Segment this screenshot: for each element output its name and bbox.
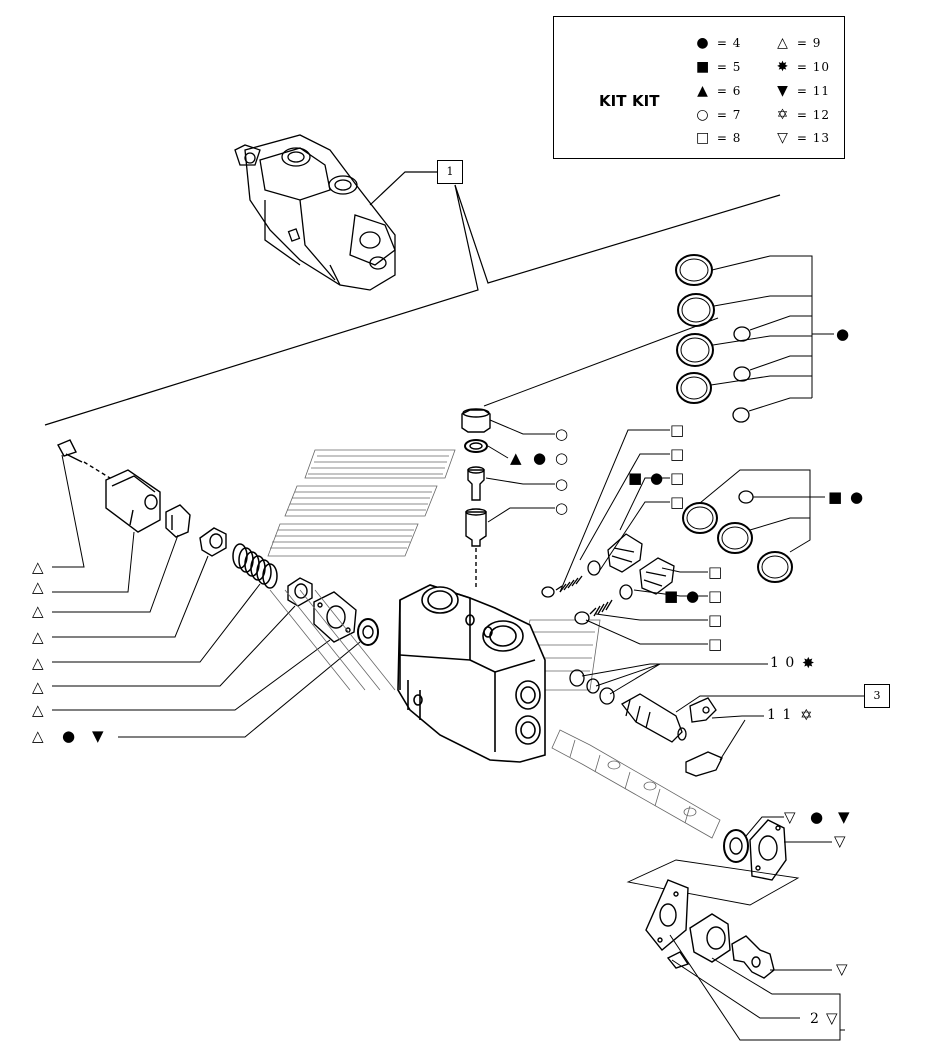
legend-value: = 12: [796, 108, 830, 122]
kit-label-right: KIT: [632, 92, 660, 110]
marker-filled-square: ■: [664, 587, 679, 605]
legend-value: = 10: [796, 60, 830, 74]
marker-open-triangle: △: [32, 602, 44, 620]
open-square-icon: □: [696, 130, 711, 146]
open-star-icon: ✡: [776, 107, 790, 123]
right-parts-leaders: [559, 429, 864, 761]
marker-open-square: □: [708, 563, 723, 581]
kit-label-left: KIT: [599, 92, 627, 110]
leader-assembly: [369, 171, 437, 206]
marker-open-circle: ○: [555, 449, 569, 467]
left-parts-stack: [57, 439, 379, 646]
legend-entry-6: ▲ = 6: [696, 83, 741, 99]
legend-entry-9: △ = 9: [776, 35, 821, 51]
legend-entry-8: □ = 8: [696, 130, 741, 146]
perspective-line-a: [454, 184, 781, 284]
marker-filled-down-triangle: ▼: [838, 808, 850, 826]
kit-legend-box: KIT KIT ● = 4 ■ = 5 ▲ = 6 ○ = 7 □ = 8 △ …: [553, 16, 845, 159]
marker-open-triangle: △: [32, 727, 44, 745]
marker-filled-circle: ●: [650, 469, 664, 487]
marker-open-star: ✡: [800, 706, 813, 724]
marker-filled-circle: ●: [533, 449, 547, 467]
lower-right-parts: [626, 819, 800, 979]
marker-filled-circle: ●: [836, 325, 850, 343]
left-leaders: [52, 454, 361, 738]
legend-value: = 11: [796, 84, 830, 98]
marker-open-square: □: [708, 611, 723, 629]
perspective-line-b: [44, 184, 479, 426]
callout-item-11: 1 1: [767, 707, 793, 723]
marker-open-triangle: △: [32, 628, 44, 646]
marker-open-circle: ○: [555, 425, 569, 443]
o-ring-group-upper: [675, 254, 751, 423]
top-center-leaders: [483, 317, 719, 523]
marker-filled-circle: ●: [62, 727, 76, 745]
marker-open-square: □: [708, 635, 723, 653]
legend-value: = 8: [716, 131, 742, 145]
marker-open-down-triangle: ▽: [784, 808, 796, 826]
marker-open-triangle: △: [32, 578, 44, 596]
legend-value: = 9: [796, 36, 822, 50]
legend-value: = 4: [716, 36, 742, 50]
assembled-valve-thumbnail: [234, 134, 396, 291]
legend-entry-13: ▽ = 13: [776, 130, 830, 146]
marker-open-triangle: △: [32, 701, 44, 719]
open-triangle-icon: △: [777, 35, 789, 51]
o-ring-leaders-lower: [699, 469, 825, 553]
legend-entry-5: ■ = 5: [696, 59, 741, 75]
legend-value: = 6: [716, 84, 742, 98]
legend-entry-7: ○ = 7: [696, 107, 741, 123]
marker-open-triangle: △: [32, 678, 44, 696]
marker-open-down-triangle: ▽: [826, 1009, 838, 1027]
filled-star-icon: ✸: [776, 59, 790, 75]
marker-open-square: □: [670, 421, 685, 439]
marker-open-square: □: [670, 469, 685, 487]
filled-circle-icon: ●: [696, 35, 710, 51]
marker-open-circle: ○: [555, 499, 569, 517]
o-ring-leaders-upper: [710, 255, 834, 412]
ghost-spool: [551, 729, 721, 839]
marker-filled-circle: ●: [810, 808, 824, 826]
marker-open-square: □: [670, 493, 685, 511]
legend-entry-11: ▼ = 11: [776, 83, 830, 99]
marker-filled-down-triangle: ▼: [92, 727, 104, 745]
callout-item-10: 1 0: [770, 655, 796, 671]
marker-open-circle: ○: [555, 475, 569, 493]
filled-down-triangle-icon: ▼: [777, 83, 789, 99]
filled-square-icon: ■: [696, 59, 711, 75]
legend-entry-12: ✡ = 12: [776, 107, 830, 123]
marker-open-square: □: [670, 445, 685, 463]
filled-triangle-icon: ▲: [697, 83, 709, 99]
legend-entry-10: ✸ = 10: [776, 59, 830, 75]
callout-item-3: 3: [864, 684, 890, 708]
marker-filled-triangle: ▲: [510, 449, 522, 467]
legend-entry-4: ● = 4: [696, 35, 741, 51]
legend-value: = 7: [716, 108, 742, 122]
valve-body: [397, 584, 546, 763]
marker-open-triangle: △: [32, 654, 44, 672]
marker-filled-circle: ●: [686, 587, 700, 605]
marker-filled-star: ✸: [802, 654, 815, 672]
marker-filled-square: ■: [628, 469, 643, 487]
o-ring-group-lower: [682, 490, 793, 583]
callout-item-2: 2: [810, 1011, 820, 1027]
marker-filled-circle: ●: [850, 488, 864, 506]
legend-value: = 5: [716, 60, 742, 74]
open-circle-icon: ○: [696, 107, 710, 123]
marker-filled-square: ■: [828, 488, 843, 506]
open-down-triangle-icon: ▽: [777, 130, 789, 146]
lower-right-leaders: [669, 816, 845, 1041]
top-center-parts: [461, 408, 491, 590]
marker-open-down-triangle: ▽: [836, 960, 848, 978]
marker-open-triangle: △: [32, 558, 44, 576]
marker-open-square: □: [708, 587, 723, 605]
legend-value: = 13: [796, 131, 830, 145]
marker-open-down-triangle: ▽: [834, 832, 846, 850]
right-small-parts: [541, 533, 723, 777]
callout-assembly-1: 1: [437, 160, 463, 184]
